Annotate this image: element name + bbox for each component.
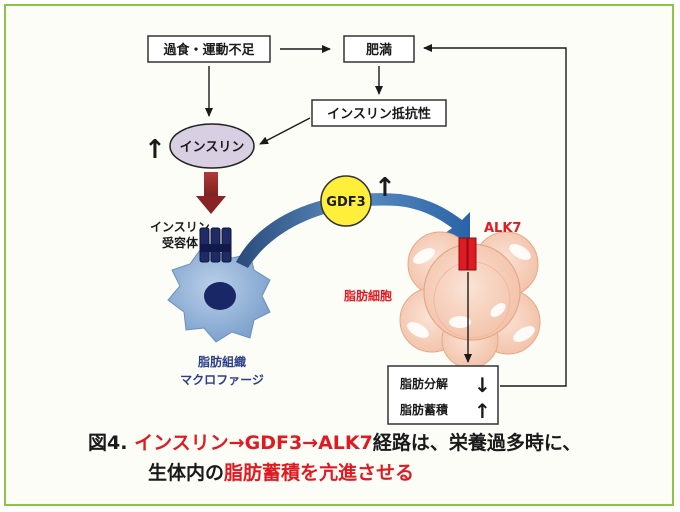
fat-accumulation-label: 脂肪蓄積 <box>399 402 449 417</box>
adipocyte-cluster <box>399 231 541 369</box>
insulin-binding-arrow <box>196 172 226 214</box>
insulin-resistance-box: インスリン抵抗性 <box>311 99 447 127</box>
alk7-label: ALK7 <box>484 221 521 236</box>
gdf3-node: GDF3 <box>320 175 372 227</box>
macrophage-cell <box>167 249 271 343</box>
obesity-label: 肥満 <box>366 42 392 58</box>
figure-frame <box>4 4 674 506</box>
caption-line1-suffix: 経路は、栄養過多時に、 <box>372 432 582 454</box>
feedback-arrow <box>423 44 567 387</box>
insulin-up-arrow: ↑ <box>144 135 166 165</box>
obesity-box: 肥満 <box>343 35 415 63</box>
gdf3-up-arrow: ↑ <box>374 173 396 203</box>
caption-line-2: 生体内の脂肪蓄積を亢進させる <box>148 458 414 488</box>
insulin-resistance-label: インスリン抵抗性 <box>327 106 431 122</box>
receptor-label-line2: 受容体 <box>162 235 199 250</box>
fat-accumulation-up-arrow: ↑ <box>474 399 491 423</box>
caption-figure-number: 図4. <box>88 432 135 454</box>
arrow-resistance-to-insulin <box>259 117 311 145</box>
insulin-node: インスリン <box>169 123 255 169</box>
insulin-receptor <box>199 227 232 263</box>
lipolysis-label: 脂肪分解 <box>399 376 448 391</box>
caption-line2-prefix: 生体内の <box>148 462 225 484</box>
alk7-receptor <box>458 237 477 271</box>
pathway-diagram: 過食・運動不足 肥満 インスリン抵抗性 インスリン ↑ インスリン 受容体 脂 <box>144 35 567 425</box>
gdf3-label: GDF3 <box>326 195 365 210</box>
caption-conclusion: 脂肪蓄積を亢進させる <box>224 462 415 484</box>
outcome-box: 脂肪分解 ↓ 脂肪蓄積 ↑ <box>387 365 499 425</box>
macrophage-label-line2: マクロファージ <box>180 373 264 387</box>
adipocyte-label: 脂肪細胞 <box>343 288 392 303</box>
overeating-box: 過食・運動不足 <box>147 35 271 63</box>
insulin-label: インスリン <box>180 140 245 155</box>
caption-pathway: インスリン→GDF3→ALK7 <box>134 432 373 454</box>
overeating-label: 過食・運動不足 <box>162 42 255 58</box>
receptor-label-line1: インスリン <box>150 220 210 234</box>
gdf3-secretion-arrow <box>236 193 470 268</box>
lipolysis-down-arrow: ↓ <box>474 373 491 397</box>
macrophage-label-line1: 脂肪組織 <box>197 354 246 369</box>
caption-line-1: 図4. インスリン→GDF3→ALK7経路は、栄養過多時に、 <box>88 428 581 458</box>
